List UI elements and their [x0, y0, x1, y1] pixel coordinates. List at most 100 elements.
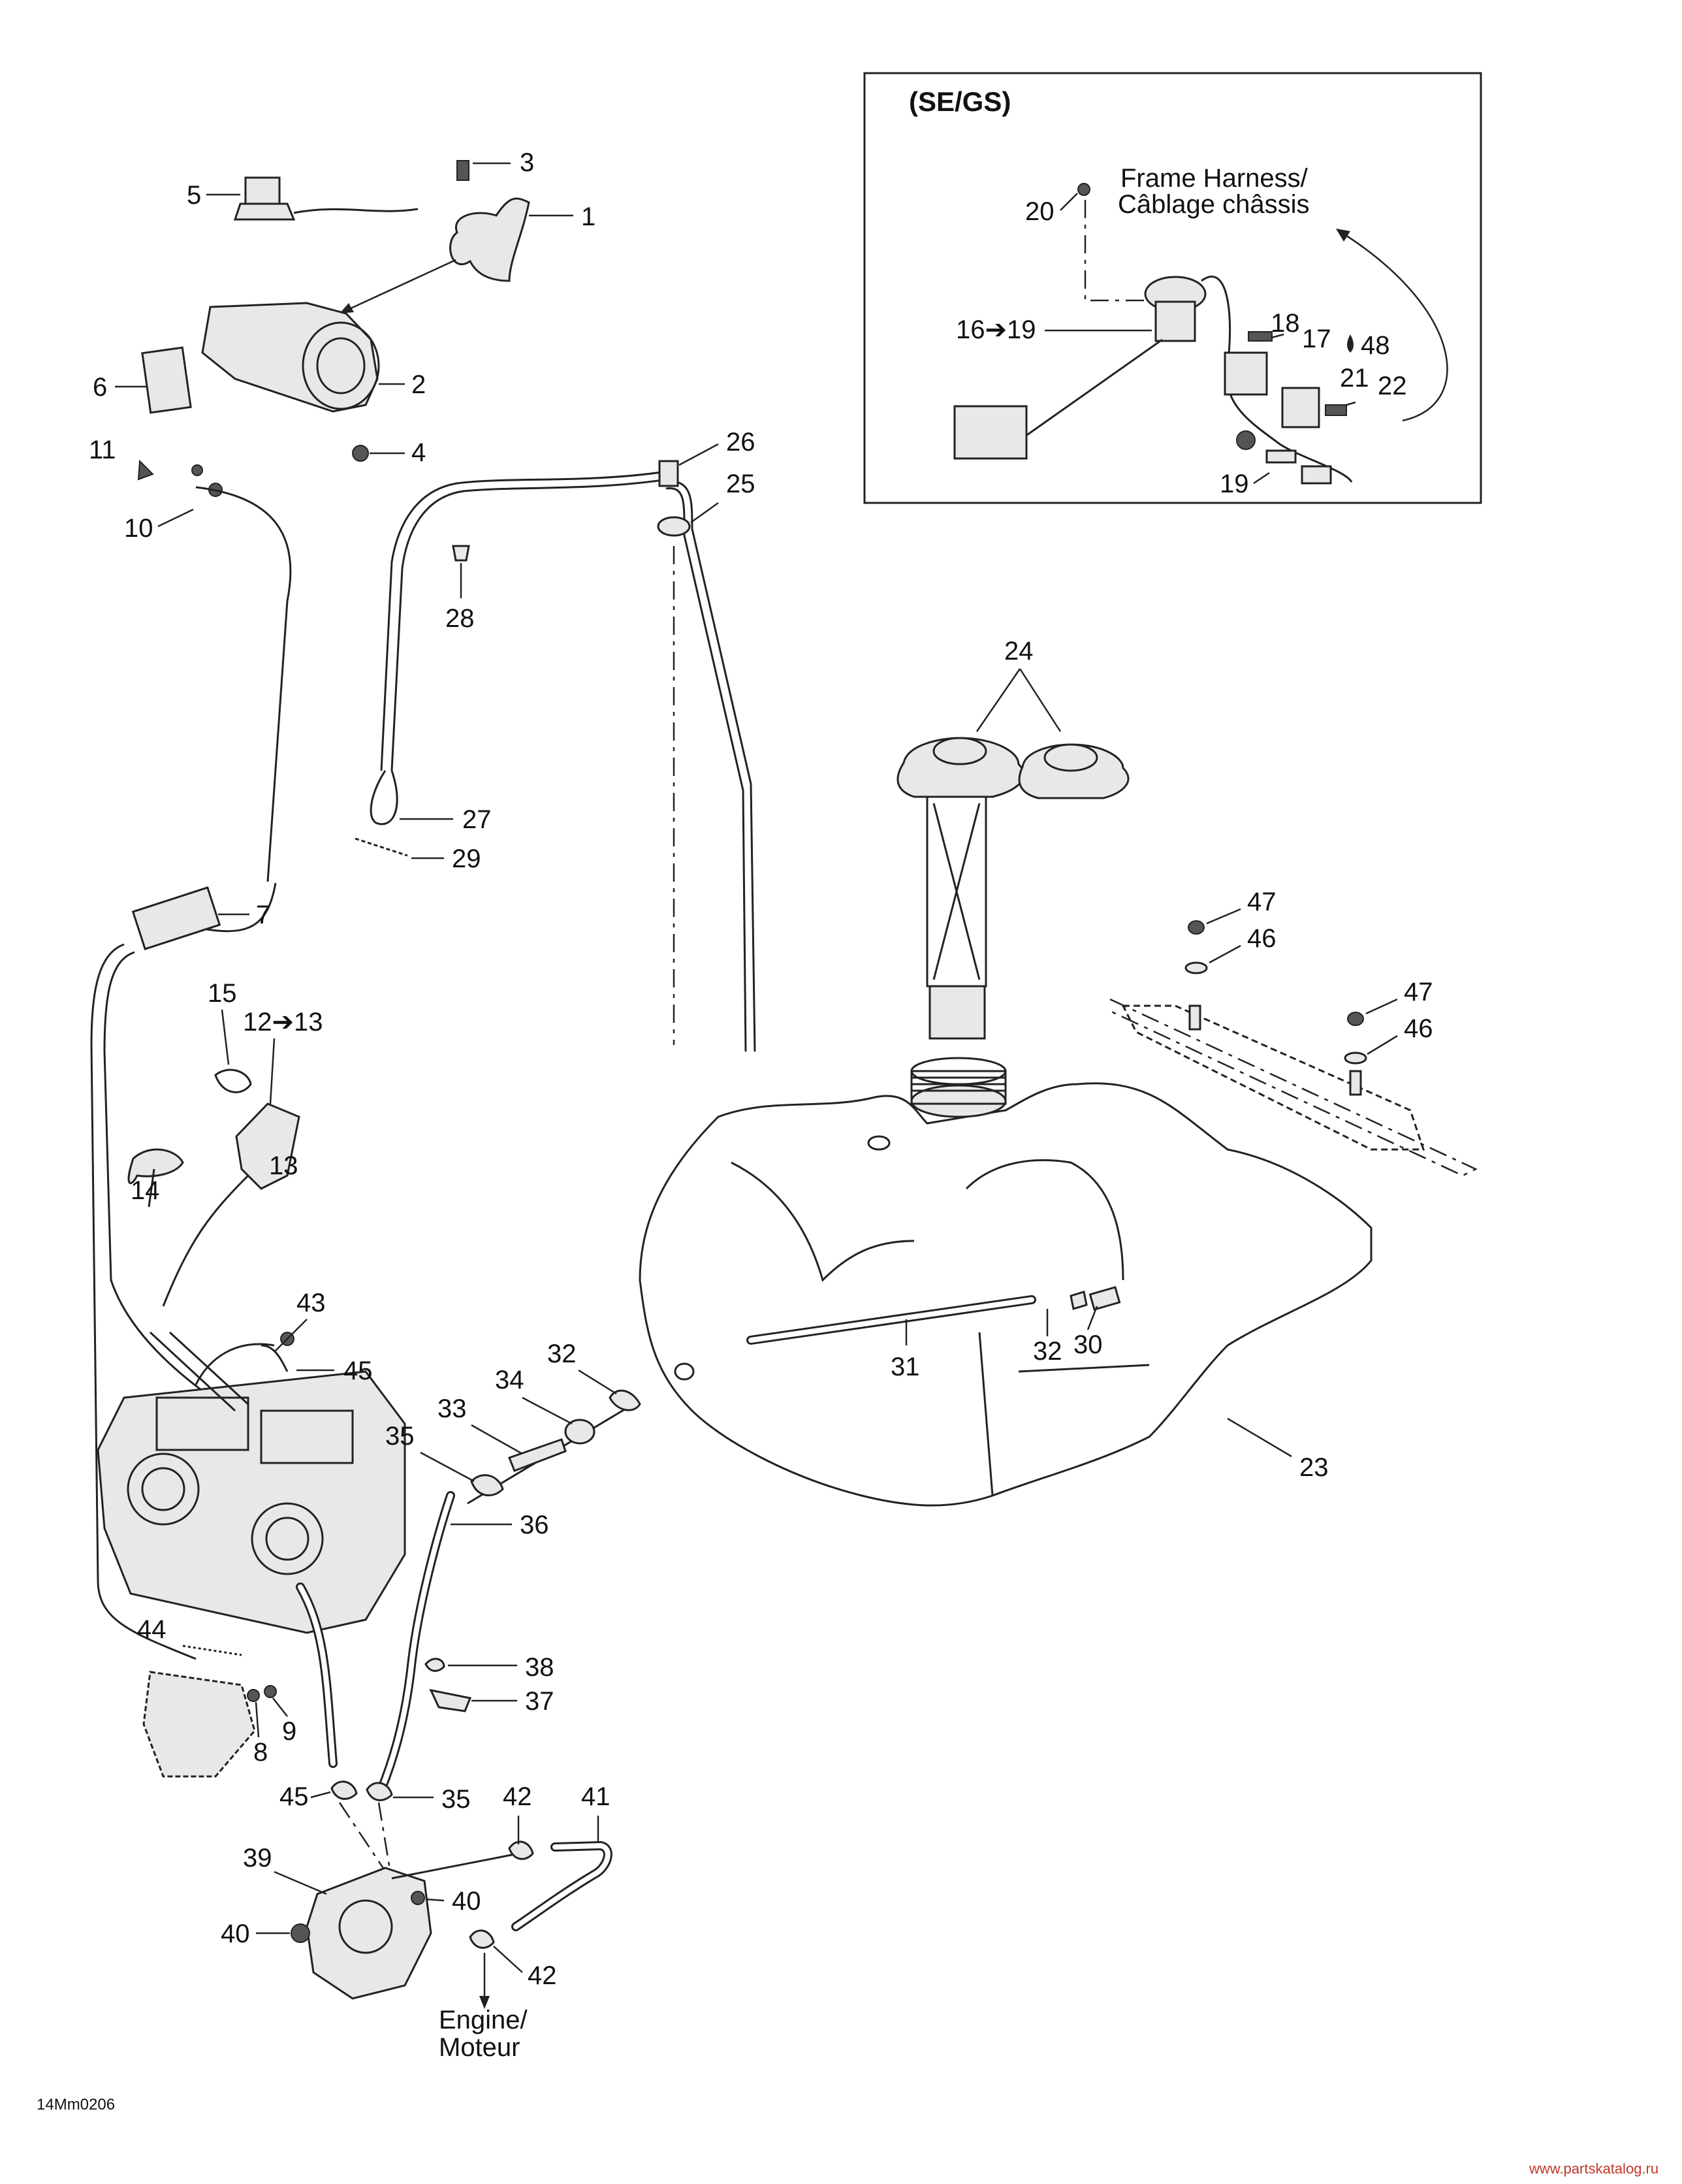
clamp-42a-icon	[508, 1840, 534, 1860]
callout-18: 18	[1271, 309, 1300, 338]
throttle-lever-icon	[449, 197, 530, 282]
fuel-line: 32 34 33 35 36 38 37	[296, 1340, 641, 1794]
callout-45a: 45	[343, 1357, 373, 1385]
callout-47a: 47	[1247, 888, 1277, 916]
callout-29: 29	[452, 844, 481, 873]
watermark: www.partskatalog.ru	[1529, 2160, 1658, 2177]
callout-32-tank: 32	[1033, 1337, 1062, 1366]
engine-note: Engine/	[439, 2006, 528, 2034]
clamp-35b-icon	[366, 1782, 393, 1801]
callout-15: 15	[208, 979, 237, 1008]
callout-40a: 40	[221, 1919, 250, 1948]
callout-38: 38	[525, 1653, 554, 1682]
callout-46b: 46	[1404, 1014, 1433, 1043]
callout-16-19: 16➔19	[956, 315, 1036, 344]
fuel-tank: 31 32 30 23	[639, 1057, 1373, 1507]
tank-body-icon	[639, 1082, 1373, 1507]
float-icon	[953, 405, 1028, 460]
grommet-25-icon	[657, 516, 691, 537]
callout-30: 30	[1073, 1330, 1103, 1359]
vent-lines: 26 25 28 27 29	[355, 428, 756, 1052]
clamp-45-icon	[330, 1780, 358, 1800]
figure-code: 14Mm0206	[37, 2096, 115, 2113]
callout-46a: 46	[1247, 924, 1277, 953]
clamp-42b-icon	[469, 1929, 495, 1949]
callout-45b: 45	[279, 1782, 309, 1811]
throttle-housing-icon	[201, 302, 379, 413]
callout-20: 20	[1025, 197, 1055, 226]
callout-26: 26	[726, 428, 755, 457]
bracket-37-icon	[429, 1688, 472, 1712]
callout-2: 2	[411, 370, 426, 399]
callout-39: 39	[243, 1844, 272, 1872]
callout-42a: 42	[503, 1782, 532, 1811]
callout-4: 4	[411, 438, 426, 467]
callout-40b: 40	[452, 1887, 481, 1916]
throttle-assembly: 5 3 1 2 6 4	[93, 148, 595, 467]
clamp-15-icon	[214, 1068, 252, 1093]
callout-19: 19	[1220, 470, 1249, 498]
grommet-34-icon	[564, 1419, 595, 1445]
callout-35a: 35	[385, 1422, 415, 1451]
callout-23: 23	[1299, 1453, 1329, 1482]
callout-24: 24	[1004, 637, 1034, 666]
callout-9: 9	[282, 1717, 296, 1746]
inset-se-gs: (SE/GS) Frame Harness/ Câblage châssis 2…	[863, 72, 1482, 504]
callout-7: 7	[256, 901, 270, 929]
callout-27: 27	[462, 805, 492, 834]
frame-harness-note: Frame Harness/	[1120, 164, 1309, 193]
callout-5: 5	[187, 181, 201, 210]
callout-37: 37	[525, 1687, 554, 1716]
clip-38-icon	[424, 1658, 445, 1672]
callout-12-13: 12➔13	[243, 1008, 323, 1036]
fuel-pump-assembly: 45 35 39 40 40 42 41 42 Engine/ Moteur	[221, 1780, 612, 2062]
callout-11: 11	[89, 436, 116, 464]
carburetor-assembly: 43 45 44 8 9	[97, 1289, 406, 1778]
callout-21: 21	[1340, 364, 1369, 393]
inset-title: (SE/GS)	[909, 86, 1011, 117]
callout-3: 3	[520, 148, 534, 177]
callout-1: 1	[581, 202, 595, 231]
callout-17: 17	[1302, 325, 1331, 353]
callout-8: 8	[253, 1738, 268, 1767]
fuel-pump-icon	[306, 1867, 432, 2000]
frame-harness-note-fr: Câblage châssis	[1118, 190, 1310, 219]
cover-icon	[141, 346, 192, 414]
callout-25: 25	[726, 470, 755, 498]
callout-42b: 42	[528, 1961, 557, 1990]
mount-bracket: 47 46 47 46	[1109, 888, 1478, 1177]
oil-pump-icon	[142, 1671, 256, 1778]
grease-icon	[1347, 334, 1354, 353]
callout-31: 31	[891, 1353, 920, 1381]
callout-35b: 35	[441, 1785, 471, 1814]
callout-43: 43	[296, 1289, 326, 1317]
filter-30-icon	[1088, 1286, 1121, 1311]
switch-icon	[244, 176, 281, 205]
connector-icon	[1224, 351, 1268, 396]
callout-34: 34	[495, 1366, 524, 1394]
callout-41: 41	[581, 1782, 611, 1811]
connector-7-icon	[131, 886, 221, 950]
callout-28: 28	[445, 604, 475, 633]
tie-14-icon	[127, 1148, 184, 1184]
callout-33: 33	[437, 1394, 467, 1423]
callout-47b: 47	[1404, 978, 1433, 1006]
gauge-cap-icon	[897, 737, 1025, 798]
callout-14: 14	[131, 1176, 160, 1205]
callout-10: 10	[124, 514, 153, 543]
fitting-28-icon	[452, 545, 470, 562]
callout-22: 22	[1378, 372, 1407, 400]
callout-36: 36	[520, 1511, 549, 1539]
callout-13: 13	[269, 1151, 298, 1180]
carburetor-icon	[97, 1370, 406, 1634]
engine-note-fr: Moteur	[439, 2033, 520, 2062]
clamp-35-icon	[470, 1474, 504, 1496]
fuel-caps: 24	[897, 637, 1130, 1040]
primer-icon	[235, 1102, 300, 1190]
callout-44: 44	[137, 1615, 167, 1644]
callout-32: 32	[547, 1340, 577, 1368]
callout-6: 6	[93, 373, 107, 402]
callout-48: 48	[1361, 331, 1390, 360]
clip-icon	[137, 459, 154, 481]
